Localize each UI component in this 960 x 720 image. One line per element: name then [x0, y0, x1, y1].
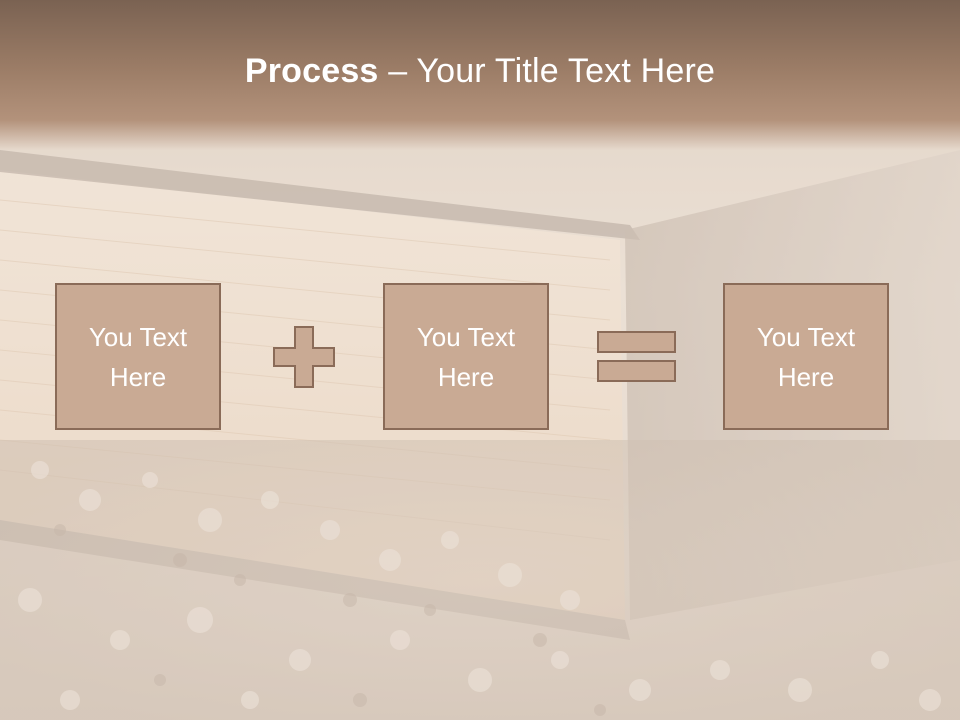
- title-rest: – Your Title Text Here: [378, 52, 716, 90]
- process-box-3-text: You Text Here: [756, 321, 856, 392]
- title-band: [0, 0, 960, 150]
- equals-icon: [597, 331, 676, 382]
- plus-icon: [273, 326, 335, 388]
- process-box-1[interactable]: You Text Here: [55, 283, 221, 430]
- title-bold: Process: [244, 52, 379, 90]
- process-box-1-text: You Text Here: [88, 321, 188, 392]
- process-box-2-text: You Text Here: [416, 321, 516, 392]
- process-box-3[interactable]: You Text Here: [723, 283, 889, 430]
- page-title: Process – Your Title Text Here: [0, 52, 960, 91]
- process-box-2[interactable]: You Text Here: [383, 283, 549, 430]
